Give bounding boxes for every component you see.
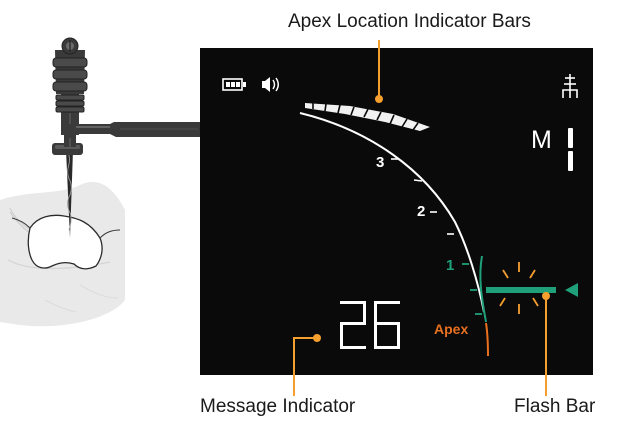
- canal-arc: [299, 112, 485, 313]
- tooth-illustration: [0, 181, 125, 327]
- file-motor-icon: [562, 74, 578, 98]
- mode-digit: [568, 128, 573, 171]
- apex-bars-callout: Apex Location Indicator Bars: [288, 11, 531, 32]
- message-indicator: [340, 301, 400, 349]
- message-indicator-callout: Message Indicator: [200, 396, 356, 417]
- flash-bar-callout: Flash Bar: [514, 396, 596, 417]
- battery-icon: [222, 78, 246, 91]
- scale-mark-2: 2: [417, 203, 425, 220]
- canal-arc-green: [479, 255, 487, 323]
- mode-letter: M: [531, 126, 552, 154]
- speaker-icon: [262, 77, 279, 92]
- endodontic-file: [52, 37, 88, 238]
- callout-leaders: [293, 40, 550, 396]
- scale-mark-3: 3: [376, 154, 384, 171]
- file-clip: [66, 122, 200, 138]
- display-screen: [200, 48, 593, 375]
- flash-bar: [486, 262, 578, 314]
- apex-location-bars: [305, 103, 430, 131]
- apex-label: Apex: [434, 321, 468, 337]
- canal-arc-apex: [485, 322, 489, 357]
- scale-ticks: [391, 158, 482, 315]
- scale-mark-1: 1: [446, 257, 454, 274]
